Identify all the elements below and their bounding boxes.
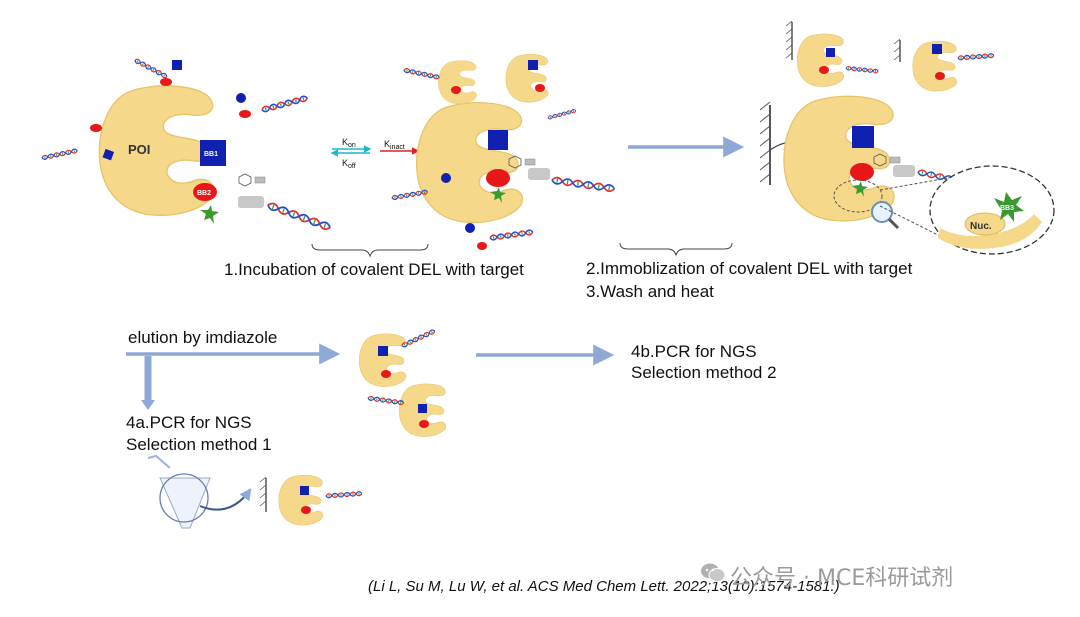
nuc-label: Nuc. xyxy=(970,221,992,232)
dna-tag-icon xyxy=(400,328,437,349)
bb2-ellipse-icon xyxy=(160,78,172,86)
headpiece-icon xyxy=(238,196,264,208)
nuc-star-icon xyxy=(490,187,506,203)
step2-label: 2.Immoblization of covalent DEL with tar… xyxy=(586,259,913,278)
dna-tag-icon xyxy=(391,189,429,201)
bb2-ellipse-icon xyxy=(239,110,251,118)
svg-text:Koff: Koff xyxy=(342,158,356,170)
step1-label: 1.Incubation of covalent DEL with target xyxy=(224,260,524,279)
wechat-icon xyxy=(701,563,726,582)
dna-tag-icon xyxy=(265,201,333,232)
dna-tag-icon xyxy=(402,67,441,81)
bb1-block-icon xyxy=(826,48,835,57)
poi-label: POI xyxy=(128,142,150,157)
dna-tag-icon xyxy=(325,490,363,499)
bb2-label: BB2 xyxy=(197,190,211,197)
svg-text:Kon: Kon xyxy=(342,137,356,149)
bb1-block-icon xyxy=(852,126,874,148)
poi-protein-icon xyxy=(438,60,477,104)
bb1-block-icon xyxy=(465,223,475,233)
dna-tag-icon xyxy=(367,395,405,406)
bb2-ellipse-icon xyxy=(301,506,311,514)
bb1-block-icon xyxy=(378,346,388,356)
poi-protein-icon xyxy=(358,333,407,387)
bb2-ellipse-icon: BB2 xyxy=(193,183,217,201)
pcr-tube-icon xyxy=(147,454,211,529)
zoom-inset-icon: Nuc. BB3 xyxy=(929,165,1055,255)
bb2-ellipse-icon xyxy=(850,163,874,181)
bb1-block-icon xyxy=(488,130,508,150)
step3-label: 3.Wash and heat xyxy=(586,282,714,301)
bb3-label: BB3 xyxy=(1000,205,1014,212)
bb1-label: BB1 xyxy=(204,151,218,158)
nuc-star-icon xyxy=(200,205,219,224)
headpiece-icon xyxy=(893,165,915,177)
headpiece-icon xyxy=(528,168,550,180)
bb2-ellipse-icon xyxy=(819,66,829,74)
citation-text: (Li L, Su M, Lu W, et al. ACS Med Chem L… xyxy=(368,578,840,595)
bb2-ellipse-icon xyxy=(419,420,429,428)
svg-text:Kinact: Kinact xyxy=(384,139,405,151)
bb2-ellipse-icon xyxy=(381,370,391,378)
wall-surface-icon xyxy=(893,38,901,62)
bb1-block-icon xyxy=(172,60,182,70)
watermark-text: 公众号 · MCE科研试剂 xyxy=(730,566,954,591)
poi-protein-icon xyxy=(416,102,524,224)
elution-label: elution by imdiazole xyxy=(128,328,278,347)
poi-protein-icon xyxy=(796,33,845,87)
bracket-icon xyxy=(619,242,733,257)
step4b-line2: Selection method 2 xyxy=(631,363,777,382)
bb1-block-icon xyxy=(441,173,451,183)
poi-protein-icon xyxy=(278,475,324,526)
bb1-block-icon: BB1 xyxy=(200,140,226,166)
bb2-ellipse-icon xyxy=(477,242,487,250)
zoom-region-icon xyxy=(833,179,883,213)
bb1-block-icon xyxy=(932,44,942,54)
bb1-block-icon xyxy=(102,148,115,161)
bb1-block-icon xyxy=(236,93,246,103)
bb2-ellipse-icon xyxy=(535,84,545,92)
dna-tag-icon xyxy=(845,65,879,74)
magnifier-icon xyxy=(871,201,900,230)
dna-tag-icon xyxy=(260,94,309,114)
dna-tag-icon xyxy=(488,228,534,242)
dna-tag-icon xyxy=(547,108,577,121)
bracket-icon xyxy=(311,243,429,258)
nuc-star-icon xyxy=(852,181,868,197)
dna-tag-icon xyxy=(957,52,995,61)
transfer-arrow-icon xyxy=(199,488,252,511)
bb2-ellipse-icon xyxy=(935,72,945,80)
bb1-block-icon xyxy=(528,60,538,70)
step4a-line1: 4a.PCR for NGS xyxy=(126,413,252,432)
wall-surface-icon xyxy=(785,20,793,60)
dna-tag-icon xyxy=(40,147,79,161)
wall-surface-icon xyxy=(259,476,267,512)
bb2-ellipse-icon xyxy=(451,86,461,94)
bb2-ellipse-icon xyxy=(486,169,510,187)
poi-protein-icon xyxy=(505,54,549,103)
equilibrium-arrows-icon: Kon Koff Kinact xyxy=(330,137,420,170)
bb1-block-icon xyxy=(418,404,427,413)
wall-surface-icon xyxy=(759,101,771,185)
dna-tag-icon xyxy=(133,57,169,80)
bb1-block-icon xyxy=(300,486,309,495)
dna-tag-icon xyxy=(550,176,616,193)
step4a-line2: Selection method 1 xyxy=(126,435,272,454)
step4b-line1: 4b.PCR for NGS xyxy=(631,342,757,361)
linker-molecule-icon xyxy=(238,173,266,187)
bb2-ellipse-icon xyxy=(90,124,102,132)
